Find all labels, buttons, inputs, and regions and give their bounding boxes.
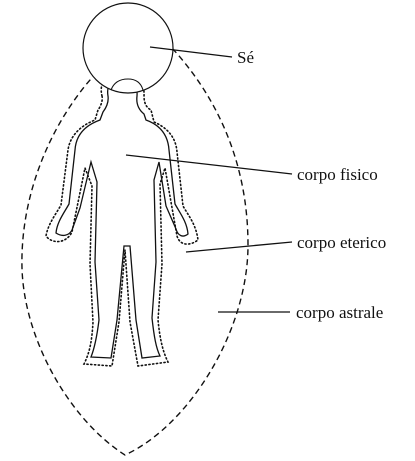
astral-body-outline bbox=[22, 48, 248, 455]
etheric-body-leader-line bbox=[186, 242, 292, 252]
self-label: Sé bbox=[237, 48, 254, 67]
physical-body-leader-line bbox=[126, 155, 292, 174]
etheric-body-outline bbox=[46, 72, 198, 366]
physical-body-label: corpo fisico bbox=[297, 165, 378, 184]
etheric-body-label: corpo eterico bbox=[297, 233, 386, 252]
astral-body-label: corpo astrale bbox=[296, 303, 383, 322]
physical-body-outline bbox=[56, 78, 188, 358]
